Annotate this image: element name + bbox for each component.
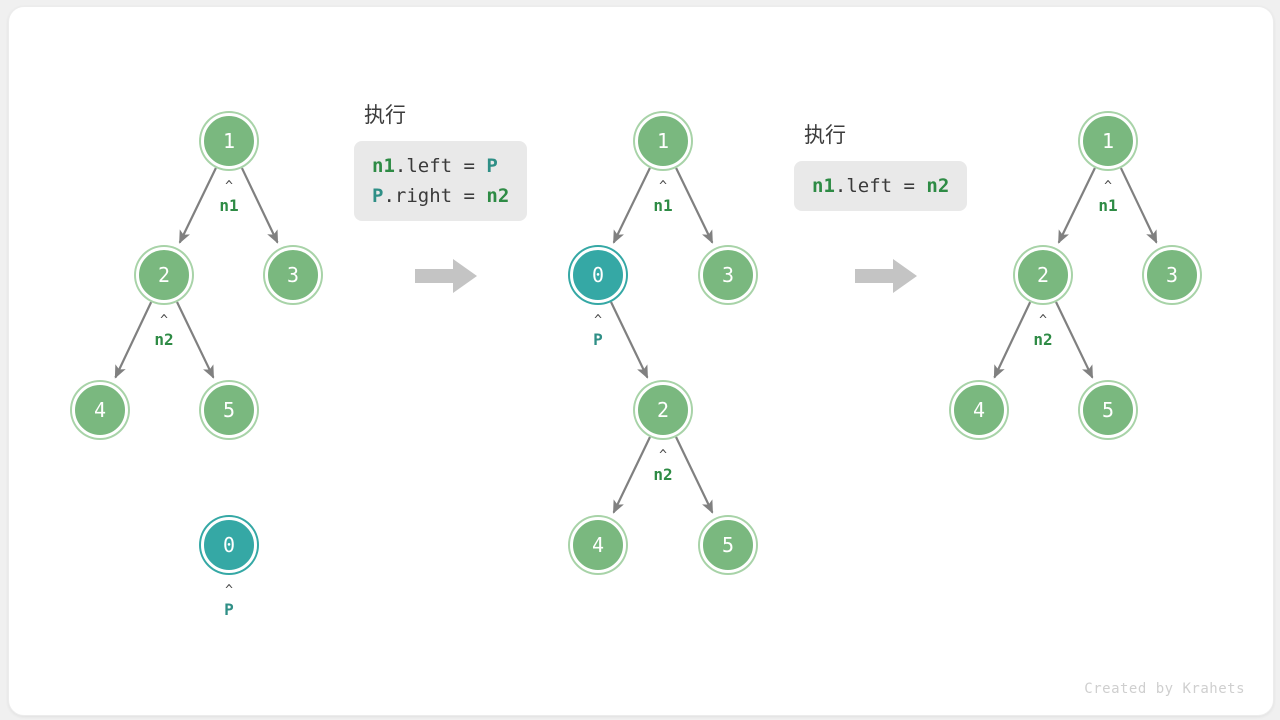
transition-arrow-icon	[415, 259, 477, 293]
tree-node-3[interactable]: 3	[265, 247, 321, 303]
tree-node-4[interactable]: 4	[951, 382, 1007, 438]
pointer-name: n1	[1098, 196, 1118, 215]
tree-node-value: 3	[1165, 263, 1179, 287]
pointer-label-n1: ^ n1	[194, 179, 264, 215]
tree-node-value: 2	[656, 398, 670, 422]
tree-node-value: 4	[93, 398, 107, 422]
caret-up-icon: ^	[659, 179, 667, 194]
tree-node-3[interactable]: 3	[1144, 247, 1200, 303]
pointer-label-n2: ^ n2	[628, 448, 698, 484]
tree-node-3[interactable]: 3	[700, 247, 756, 303]
caret-up-icon: ^	[594, 313, 602, 328]
caret-up-icon: ^	[1104, 179, 1112, 194]
tree-node-2[interactable]: 2	[136, 247, 192, 303]
tree-node-value: 1	[222, 129, 236, 153]
code-token: .right =	[383, 185, 487, 207]
tree-node-1[interactable]: 1	[201, 113, 257, 169]
caret-up-icon: ^	[225, 583, 233, 598]
watermark: Created by Krahets	[1084, 681, 1245, 697]
tree-node-0[interactable]: 0	[570, 247, 626, 303]
tree-node-1[interactable]: 1	[1080, 113, 1136, 169]
tree-node-value: 3	[286, 263, 300, 287]
pointer-name: n2	[154, 330, 174, 349]
tree-node-4[interactable]: 4	[570, 517, 626, 573]
pointer-name: P	[224, 600, 234, 619]
pointer-label-P: ^P	[194, 583, 264, 619]
pointer-label-n2: ^ n2	[1008, 313, 1078, 349]
pointer-name: n1	[219, 196, 239, 215]
tree-node-1[interactable]: 1	[635, 113, 691, 169]
code-token: n2	[926, 175, 950, 197]
tree-node-5[interactable]: 5	[700, 517, 756, 573]
pointer-label-n2: ^ n2	[129, 313, 199, 349]
step-caption: 执行	[804, 124, 846, 147]
code-snippet: n1.left = n2	[794, 161, 968, 211]
tree-node-value: 0	[591, 263, 605, 287]
tree-node-5[interactable]: 5	[1080, 382, 1136, 438]
pointer-name: n2	[1033, 330, 1053, 349]
code-token: n2	[486, 185, 510, 207]
tree-node-2[interactable]: 2	[1015, 247, 1071, 303]
step-caption: 执行	[364, 104, 406, 127]
tree-node-value: 4	[591, 533, 605, 557]
code-token: P	[486, 155, 498, 177]
code-token: .left =	[394, 155, 487, 177]
caret-up-icon: ^	[1039, 313, 1047, 328]
tree-node-value: 2	[1036, 263, 1050, 287]
tree-node-2[interactable]: 2	[635, 382, 691, 438]
pointer-label-n1: ^ n1	[1073, 179, 1143, 215]
code-token: n1	[812, 175, 835, 197]
pointer-label-n1: ^ n1	[628, 179, 698, 215]
tree-node-0[interactable]: 0	[201, 517, 257, 573]
code-line: n1.left = P	[372, 151, 509, 181]
pointer-name: P	[593, 330, 603, 349]
tree-node-value: 1	[1101, 129, 1115, 153]
code-line: n1.left = n2	[812, 171, 949, 201]
code-token: P	[372, 185, 384, 207]
pointer-label-P: ^P	[563, 313, 633, 349]
tree-node-value: 5	[222, 398, 236, 422]
caret-up-icon: ^	[160, 313, 168, 328]
tree-node-value: 0	[222, 533, 236, 557]
code-token: n1	[372, 155, 395, 177]
code-token: .left =	[834, 175, 927, 197]
tree-node-value: 2	[157, 263, 171, 287]
caret-up-icon: ^	[225, 179, 233, 194]
code-line: P.right = n2	[372, 181, 509, 211]
tree-node-value: 3	[721, 263, 735, 287]
tree-node-5[interactable]: 5	[201, 382, 257, 438]
tree-node-value: 5	[1101, 398, 1115, 422]
tree-node-value: 4	[972, 398, 986, 422]
tree-node-value: 5	[721, 533, 735, 557]
transition-arrow-icon	[855, 259, 917, 293]
tree-node-value: 1	[656, 129, 670, 153]
pointer-name: n1	[653, 196, 673, 215]
pointer-name: n2	[653, 465, 673, 484]
caret-up-icon: ^	[659, 448, 667, 463]
tree-node-4[interactable]: 4	[72, 382, 128, 438]
